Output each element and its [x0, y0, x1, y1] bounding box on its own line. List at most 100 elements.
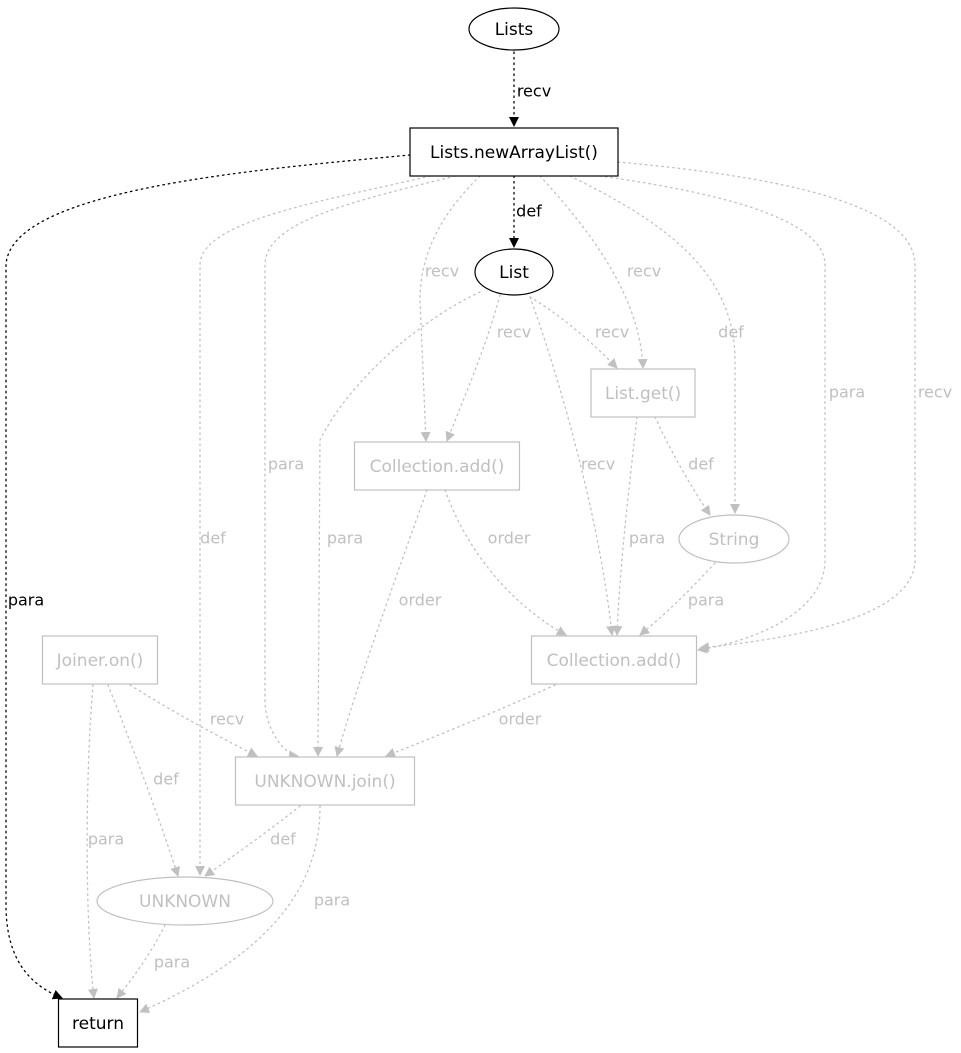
edge-listget-to-colladd2-para: para — [612, 416, 665, 636]
edge-newarraylist-to-unknownjoin-para: para — [264, 175, 456, 761]
node-newarraylist[interactable]: Lists.newArrayList() — [409, 127, 619, 177]
edge-line — [639, 562, 716, 636]
node-label: Joiner.on() — [56, 651, 144, 671]
node-label: Collection.add() — [547, 651, 682, 671]
edge-label: def — [516, 202, 542, 221]
edge-list-to-unknownjoin-para: para — [313, 291, 481, 757]
node-lists[interactable]: Lists — [468, 7, 560, 51]
edge-label: para — [8, 591, 44, 610]
node-colladd1[interactable]: Collection.add() — [353, 441, 521, 491]
node-string[interactable]: String — [678, 514, 790, 564]
edge-newarraylist-to-list-def: def — [509, 175, 542, 248]
node-box — [530, 635, 698, 685]
edge-lists-to-newarraylist-recv: recv — [509, 51, 551, 127]
node-label: Collection.add() — [370, 457, 505, 477]
node-ellipse — [678, 514, 790, 564]
node-list[interactable]: List — [474, 248, 554, 296]
node-box — [234, 756, 416, 806]
edge-line — [445, 294, 501, 442]
node-label: List.get() — [605, 384, 681, 404]
edge-line — [129, 684, 258, 757]
edge-label: def — [200, 529, 226, 548]
edge-line — [539, 175, 648, 369]
edge-colladd1-to-unknownjoin-order: order — [334, 489, 442, 757]
edge-line — [334, 489, 428, 757]
edge-joineron-to-ret-para: para — [86, 684, 124, 999]
edge-newarraylist-to-colladd2-recv: recv — [617, 161, 952, 653]
edge-label: recv — [497, 323, 531, 342]
node-box — [409, 127, 619, 177]
edge-unknownjoin-to-unknown-def: def — [204, 805, 301, 877]
edge-label: def — [270, 830, 296, 849]
node-box — [41, 635, 159, 685]
edge-list-to-listget-recv: recv — [529, 296, 629, 369]
node-ellipse — [468, 7, 560, 51]
edge-label: recv — [517, 82, 551, 101]
edge-label: para — [688, 591, 724, 610]
node-ret[interactable]: return — [57, 998, 139, 1048]
edge-label: recv — [210, 710, 244, 729]
node-box — [353, 441, 521, 491]
edge-newarraylist-to-colladd2-para: para — [599, 175, 865, 654]
node-label: Lists — [495, 20, 534, 40]
edge-newarraylist-to-colladd1-recv: recv — [419, 175, 481, 442]
edge-newarraylist-to-unknown-def: def — [195, 175, 431, 876]
edge-list-to-colladd2-recv: recv — [529, 296, 617, 636]
edge-joineron-to-unknown-def: def — [107, 684, 181, 877]
edge-line — [529, 296, 618, 369]
edge-unknown-to-ret-para: para — [116, 924, 190, 999]
node-label: UNKNOWN.join() — [254, 772, 395, 792]
edge-newarraylist-to-string-def: def — [569, 175, 744, 514]
edge-line — [107, 684, 181, 877]
edge-label: para — [268, 455, 304, 474]
edge-colladd2-to-unknownjoin-order: order — [385, 684, 556, 758]
node-label: return — [72, 1014, 124, 1034]
node-colladd2[interactable]: Collection.add() — [530, 635, 698, 685]
edge-label: para — [88, 830, 124, 849]
edge-label: recv — [627, 262, 661, 281]
edge-line — [569, 175, 740, 514]
edge-line — [385, 684, 556, 758]
node-box — [590, 368, 696, 418]
edge-line — [444, 489, 567, 636]
edge-joineron-to-unknownjoin-recv: recv — [129, 684, 258, 757]
edge-newarraylist-to-ret-para: para — [5, 154, 411, 1000]
edge-label: recv — [425, 262, 459, 281]
edge-line — [419, 175, 481, 442]
edge-line — [204, 805, 301, 877]
edge-label: para — [327, 529, 363, 548]
edge-line — [654, 416, 711, 516]
edge-label: order — [488, 529, 531, 548]
edge-label: def — [688, 455, 714, 474]
edge-line — [86, 684, 98, 999]
edge-line — [599, 175, 826, 654]
edge-label: recv — [581, 455, 615, 474]
edge-line — [313, 291, 481, 757]
edge-unknownjoin-to-ret-para: para — [139, 805, 350, 1013]
edge-label: order — [499, 710, 542, 729]
edge-label: para — [629, 529, 665, 548]
edge-list-to-colladd1-recv: recv — [445, 294, 531, 442]
node-ellipse — [474, 248, 554, 296]
node-label: UNKNOWN — [139, 892, 231, 912]
edge-colladd1-to-colladd2-order: order — [444, 489, 567, 636]
edge-line — [5, 154, 411, 1000]
node-unknownjoin[interactable]: UNKNOWN.join() — [234, 756, 416, 806]
node-unknown[interactable]: UNKNOWN — [96, 876, 274, 926]
edge-line — [195, 175, 431, 876]
edge-line — [617, 161, 916, 653]
edge-newarraylist-to-listget-recv: recv — [539, 175, 661, 369]
edge-label: def — [718, 323, 744, 342]
node-ellipse — [96, 876, 274, 926]
node-joineron[interactable]: Joiner.on() — [41, 635, 159, 685]
node-box — [57, 998, 139, 1048]
edge-line — [612, 416, 638, 636]
edge-label: order — [399, 591, 442, 610]
edge-line — [139, 805, 321, 1013]
node-listget[interactable]: List.get() — [590, 368, 696, 418]
edge-string-to-colladd2-para: para — [639, 562, 724, 636]
node-label: List — [499, 263, 529, 283]
